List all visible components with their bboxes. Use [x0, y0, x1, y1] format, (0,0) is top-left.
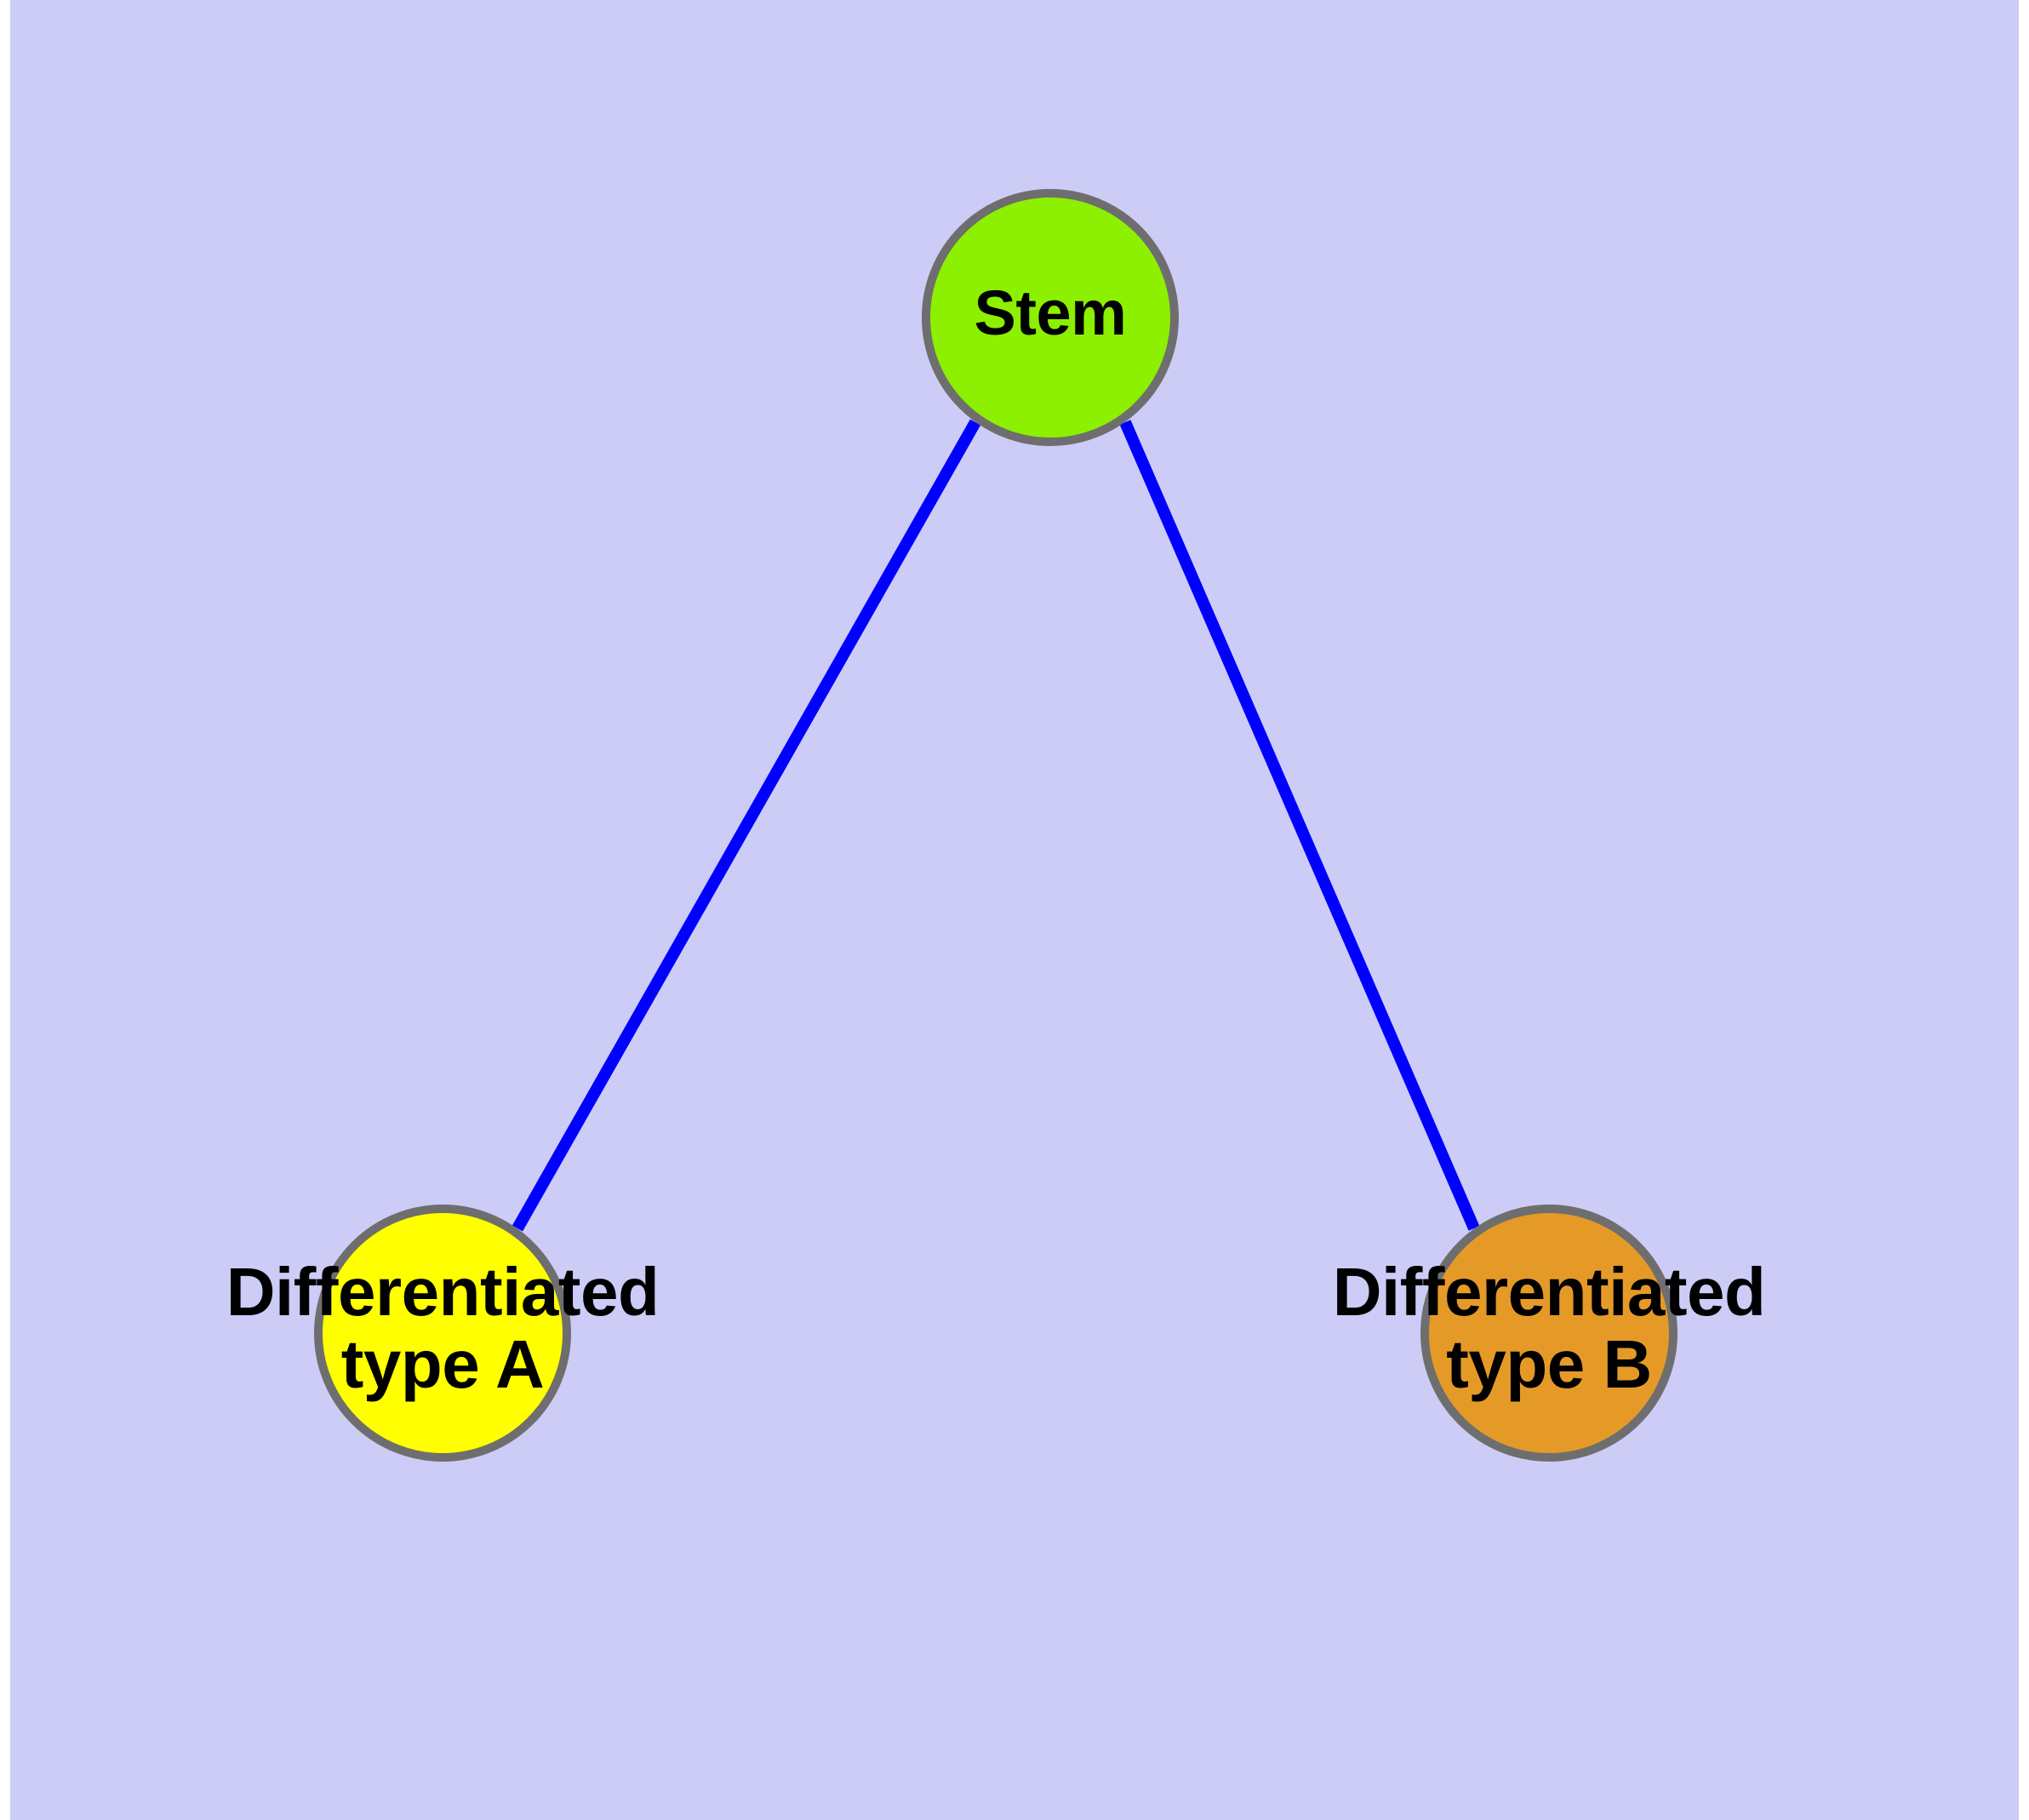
node-differentiated-type-b[interactable]	[1420, 1205, 1677, 1462]
node-stem[interactable]	[922, 189, 1179, 446]
node-differentiated-type-a[interactable]	[314, 1205, 571, 1462]
node-layer	[314, 189, 1677, 1462]
edge-layer	[512, 419, 1480, 1232]
edge-stem-to-differentiated-type-a	[512, 419, 981, 1232]
edge-stem-to-differentiated-type-b	[1119, 420, 1480, 1231]
